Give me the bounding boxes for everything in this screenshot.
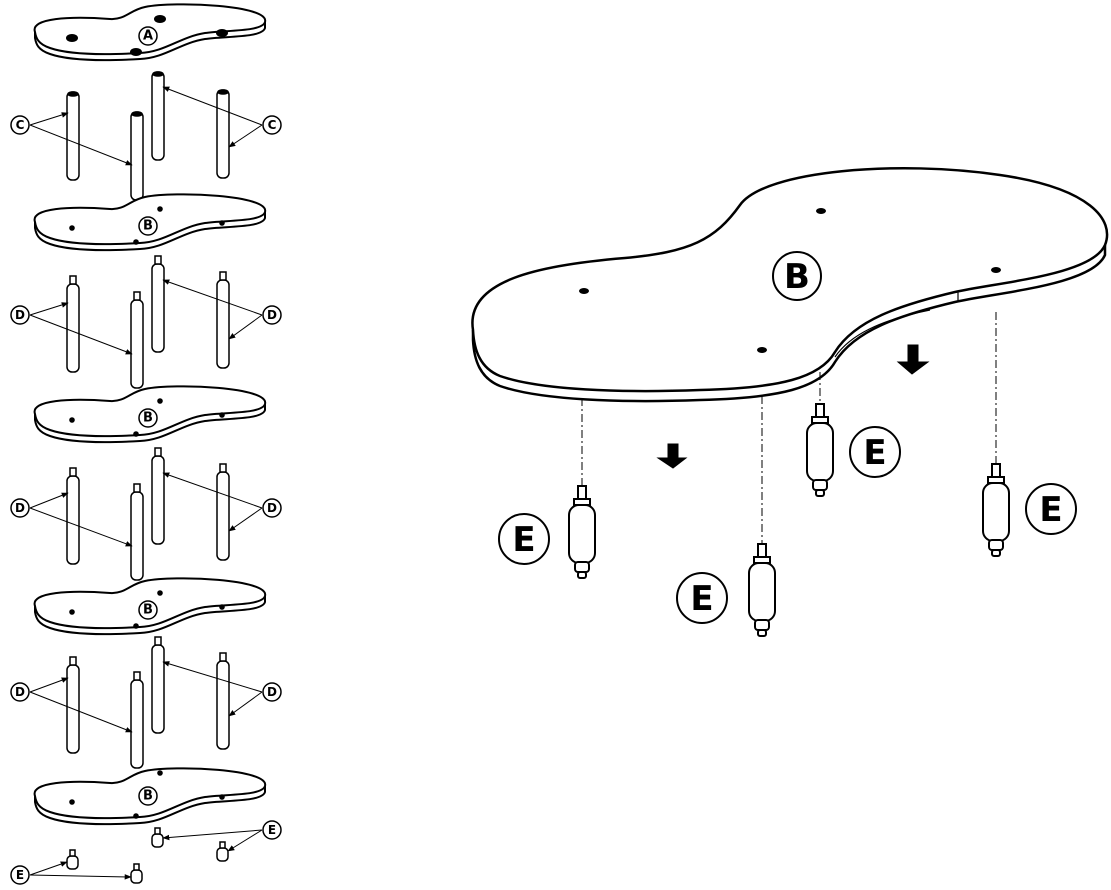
- callout-d-3-left: [29, 677, 133, 733]
- part-label-b-1: B: [143, 219, 153, 234]
- part-label-a: A: [143, 29, 153, 44]
- large-foot-e-3: [806, 403, 834, 497]
- part-label-d-3-right: D: [267, 685, 277, 699]
- part-label-b-4: B: [143, 789, 153, 804]
- part-label-d-1-right: D: [267, 308, 277, 322]
- large-label-b-circle: [772, 251, 822, 301]
- part-label-c-left-circle: [10, 115, 30, 135]
- posts-d-3: [66, 636, 230, 769]
- large-label-e-3-circle: [849, 426, 901, 478]
- feet-e-small: [66, 827, 229, 884]
- callout-d-1-left: [29, 302, 133, 355]
- callout-d-2-left: [29, 492, 133, 547]
- callout-d-1-right: [162, 279, 263, 340]
- alignment-lines: [581, 312, 997, 548]
- down-arrow-icon: [656, 344, 930, 469]
- large-label-e-2: E: [690, 579, 713, 619]
- part-label-d-3-left: D: [15, 685, 25, 699]
- part-label-b-2: B: [143, 411, 153, 426]
- part-label-d-2-right: D: [267, 501, 277, 515]
- callout-d-2-right: [162, 472, 263, 532]
- part-label-c-right-circle: [262, 115, 282, 135]
- large-label-b: B: [784, 257, 810, 297]
- shelf-b-2: B: [33, 385, 267, 444]
- large-label-e-4: E: [1039, 490, 1062, 530]
- large-foot-e-2: [748, 543, 776, 637]
- part-label-d-1-left: D: [15, 308, 25, 322]
- part-label-e-left: E: [16, 868, 24, 882]
- large-foot-e-4: [982, 463, 1010, 557]
- large-label-e-3: E: [863, 433, 886, 473]
- large-foot-e-1: [568, 485, 596, 579]
- part-label-b-3: B: [143, 603, 153, 618]
- shelf-b-1: B: [33, 193, 267, 252]
- shelf-a-top: A: [33, 3, 267, 62]
- posts-d-1: [66, 255, 230, 389]
- callout-e-left: [29, 861, 132, 880]
- exploded-stack: A C C: [10, 3, 282, 885]
- long-posts-c: [66, 71, 230, 201]
- large-shelf-b: B: [471, 167, 1109, 403]
- part-label-e-right: E: [268, 823, 276, 837]
- callout-d-3-right: [162, 661, 263, 717]
- part-label-c-left: C: [16, 118, 25, 132]
- detail-view: B E E: [471, 167, 1109, 637]
- large-label-e-4-circle: [1025, 483, 1077, 535]
- part-label-d-2-left: D: [15, 501, 25, 515]
- part-label-a-circle: [138, 26, 158, 46]
- callout-c-left: [29, 112, 133, 166]
- large-label-e-1-circle: [498, 513, 550, 565]
- part-label-c-right: C: [268, 118, 277, 132]
- large-label-e-2-circle: [676, 572, 728, 624]
- posts-d-2: [66, 447, 230, 581]
- shelf-b-3: B: [33, 577, 267, 636]
- callout-c-right: [162, 86, 263, 148]
- shelf-b-4: B: [33, 767, 267, 826]
- large-label-e-1: E: [512, 520, 535, 560]
- callout-e-right: [162, 829, 263, 852]
